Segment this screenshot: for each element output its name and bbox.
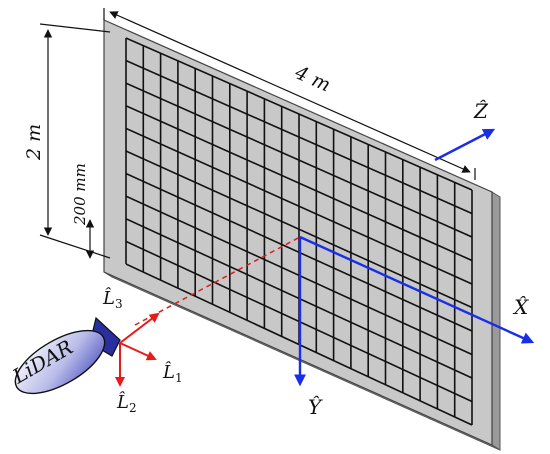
width-dimension-label: 4 m xyxy=(291,61,334,96)
axis-x-arrow xyxy=(299,235,535,344)
lidar-axis-1-label: L̂1 xyxy=(162,361,183,385)
board-side-edge xyxy=(491,191,501,451)
lidar-sensor: LiDAR xyxy=(8,316,121,395)
height-dimension-label: 2 m xyxy=(23,124,45,161)
grid-line-horizontal xyxy=(125,150,473,309)
spacing-dimension-label: 200 mm xyxy=(71,163,89,226)
axis-y-label: Ŷ xyxy=(308,395,323,419)
axis-z-arrow xyxy=(434,128,496,162)
lidar-axis-3-label: L̂3 xyxy=(102,287,123,311)
axis-x-label: X̂ xyxy=(512,295,529,319)
lidar-axis-2-label: L̂2 xyxy=(116,391,137,415)
dimension-annotations xyxy=(39,8,476,259)
lidar-axes xyxy=(115,312,160,387)
world-axes xyxy=(294,128,535,387)
lidar-sensor-body xyxy=(14,329,106,395)
width-dimension-line xyxy=(109,11,471,173)
lidar-ray xyxy=(134,236,301,326)
axis-z-label: Ẑ xyxy=(473,99,489,123)
lidar-axis-1-arrow xyxy=(119,342,157,361)
lidar-axis-3-arrow xyxy=(119,312,160,344)
